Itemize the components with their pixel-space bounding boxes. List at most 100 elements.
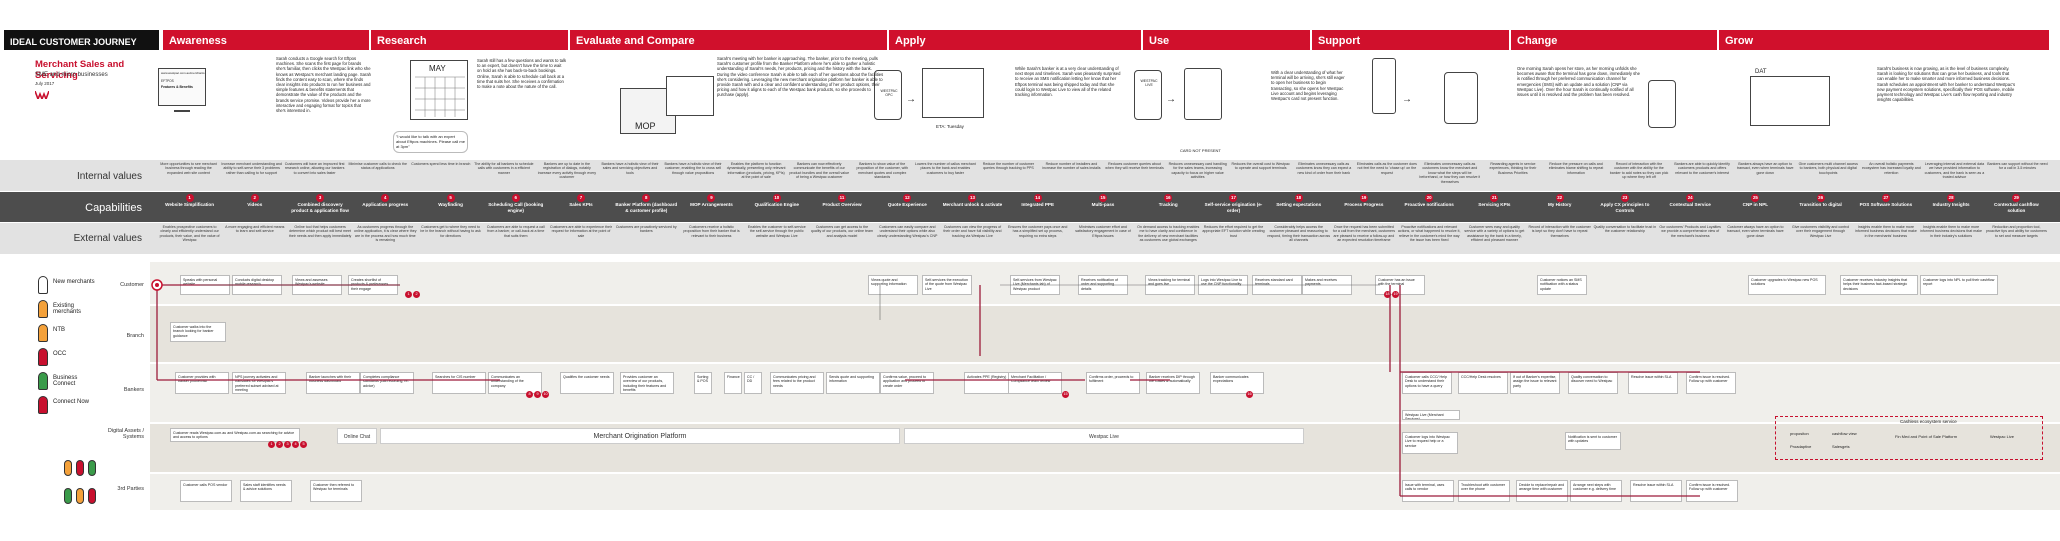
phase-change[interactable]: Change [1511,30,1717,50]
phase-support[interactable]: Support [1312,30,1509,50]
external-value-cell: A more engaging and efficient means to l… [225,225,285,234]
capability-label: Videos [247,202,263,207]
digital-action-card[interactable]: Customer logs into Westpac Live to reque… [1402,432,1458,454]
customer-action-card[interactable]: Customer receives Industry Insights that… [1840,275,1918,295]
banker-action-card[interactable]: Sorting & POS [694,372,712,394]
banker-action-card[interactable]: Merchant Facilitation / Compliance team … [1008,372,1062,394]
customer-action-card[interactable]: Logs into Westpac Live to use the CNP fu… [1198,275,1248,295]
phase-apply[interactable]: Apply [889,30,1141,50]
banker-action-card[interactable]: NPS journey activates and translates for… [232,372,286,394]
customer-action-card[interactable]: Receives notification of order and suppo… [1078,275,1128,295]
banker-action-card[interactable]: CC / DD [744,372,762,394]
banker-action-card[interactable]: CCC/Help Desk resolves [1458,372,1508,394]
phase-research[interactable]: Research [371,30,568,50]
third-party-action-card[interactable]: Customer then referred to Westpac for te… [310,480,362,502]
phase-use[interactable]: Use [1143,30,1310,50]
customer-action-card[interactable]: Conducts digital desktop mobile research [232,275,282,295]
external-value-cell: Insights enable them to make more inform… [1920,225,1983,238]
third-party-action-card[interactable]: Resolve issue within SLA [1630,480,1682,502]
banker-action-card[interactable]: Confirms order, proceeds to fulfilment [1086,372,1140,394]
third-party-action-card[interactable]: Arrange next steps with customer e.g. de… [1570,480,1622,502]
banker-action-card[interactable]: Banker communicates expectations [1210,372,1264,394]
third-party-action-card[interactable]: Troubleshoot with customer over the phon… [1458,480,1510,502]
banker-action-card[interactable]: Communicates pricing and fees related to… [770,372,824,394]
customer-action-card[interactable]: Views and assesses Westpac's website [292,275,342,295]
customer-action-card[interactable]: Speaks with personal website [180,275,230,295]
third-party-action-card[interactable]: Confirm issue is resolved. Follow up wit… [1686,480,1738,502]
banker-action-card[interactable]: Provides customer an overview of our pro… [620,372,674,394]
phase-awareness[interactable]: Awareness [163,30,369,50]
phase-grow[interactable]: Grow [1719,30,2049,50]
step-number-badge: 2 [276,441,283,448]
banker-action-card[interactable]: Communicates an understanding of the com… [488,372,542,394]
third-party-action-card[interactable]: Sales staff identifies needs & advice so… [240,480,292,502]
customer-action-card[interactable]: Self-services from Westpac Live (Merchan… [1010,275,1060,295]
banker-action-card[interactable]: Activates PPE (Registry) [964,372,1018,394]
banker-action-card[interactable]: Customer provides with banker phone/visi… [175,372,229,394]
banker-action-card[interactable]: Banker launches with their business dash… [306,372,360,394]
banker-action-card[interactable]: Banker receives DIP through the Cases & … [1146,372,1200,394]
phase-evaluate[interactable]: Evaluate and Compare [570,30,887,50]
step-number-badge: 1 [268,441,275,448]
banker-action-card[interactable]: Completes compliance standards (call rec… [360,372,414,394]
banker-action-card[interactable]: Resolve issue within SLA [1628,372,1678,394]
customer-action-card[interactable]: Customer has an issue with the terminal [1375,275,1425,295]
banker-action-card[interactable]: Confirms value, proceed to application a… [880,372,934,394]
customer-action-card[interactable]: Makes and receives payments [1302,275,1352,295]
map-illustration [922,68,984,118]
branch-action-card[interactable]: Customer walks into the branch looking f… [170,322,226,342]
customer-action-card[interactable]: Self-services the execution of the quote… [922,275,972,295]
banker-action-card[interactable]: Confirm issue is resolved. Follow up wit… [1686,372,1736,394]
customer-action-card[interactable]: Creates shortlist of products & preferen… [348,275,398,295]
customer-action-card[interactable]: Views tracking for terminal and goes liv… [1145,275,1195,295]
banker-action-card[interactable]: Searches for CIS number [432,372,486,394]
third-party-action-card[interactable]: Decide to replace/repair and arrange tim… [1516,480,1568,502]
customer-action-card[interactable]: Customer upgrades to Westpac new POS sol… [1748,275,1826,295]
third-party-action-card[interactable]: Customer calls POS vendor [180,480,232,502]
platform-card[interactable]: Westpac Live (Merchant Services) [1402,410,1460,420]
banker-action-card[interactable]: Customer calls CCC/ Help Desk to underst… [1402,372,1452,394]
banker-action-card[interactable]: If out of Banker's expertise, assign the… [1510,372,1560,394]
customer-action-card[interactable]: Receives standard card terminals [1252,275,1302,295]
customer-action-card[interactable]: Customer logs into NPL to pull their cas… [1920,275,1998,295]
digital-action-card[interactable]: Customer reads Westpac.com.au and Westpa… [170,428,300,442]
internal-value-cell: Customers will have an improved first re… [284,162,345,175]
customer-action-card[interactable]: Views quote and supporting information [868,275,918,295]
banker-action-card[interactable]: Sends quote and supporting information [826,372,880,394]
third-party-action-card[interactable]: Issue with terminal, uses calls to vendo… [1402,480,1454,502]
banker-action-card[interactable]: Quality conversation to discover need to… [1568,372,1618,394]
customer-action-card[interactable]: Customer notices an SMS notification wit… [1537,275,1587,295]
banker-action-card[interactable]: Qualifies the customer needs [560,372,614,394]
banker-action-card[interactable]: Finance [724,372,742,394]
digital-action-card[interactable]: Notification is sent to customer with up… [1565,432,1621,450]
